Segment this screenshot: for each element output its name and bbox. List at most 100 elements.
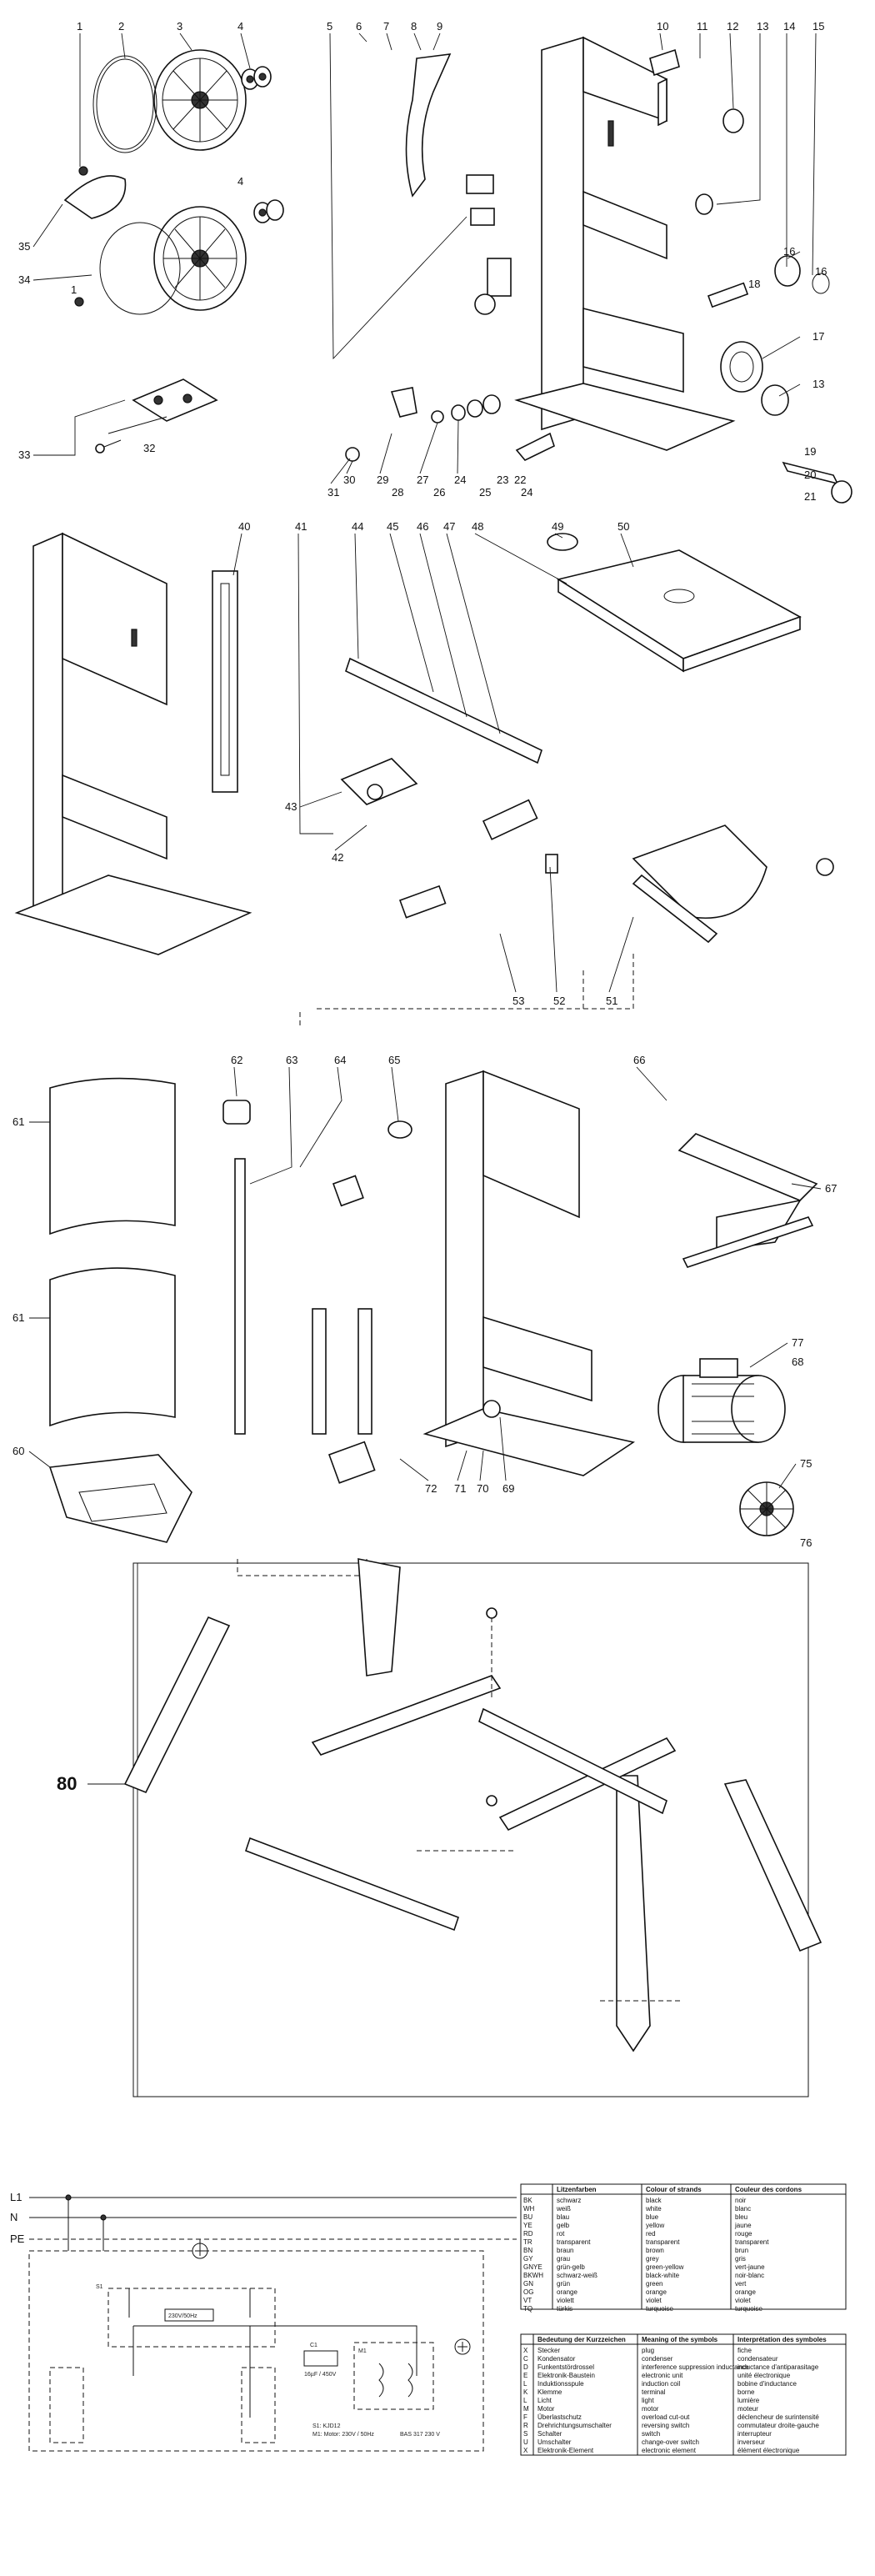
section-1-wheel-assembly: 1 2 3 4 5 6 7 8 9 10 11 12 13 14 15 35 3… [18, 20, 852, 504]
callout: 53 [512, 995, 524, 1007]
colour-cell: schwarz-weiß [557, 2272, 598, 2279]
stand-rail [498, 1737, 677, 1832]
colour-cell: grün-gelb [557, 2263, 585, 2271]
legend-s1: S1: KJD12 [312, 2423, 341, 2429]
symbol-cell: Motor [538, 2405, 555, 2413]
colour-cell: gelb [557, 2222, 570, 2229]
colour-cell: vert-jaune [735, 2263, 765, 2271]
callout: 46 [417, 520, 428, 533]
tilt-trunnion [632, 824, 834, 944]
colour-cell: violett [557, 2297, 575, 2304]
colour-cell: transparent [557, 2238, 591, 2246]
colour-cell: rot [557, 2230, 565, 2238]
callout: 4 [238, 20, 243, 33]
callout: 63 [286, 1054, 298, 1066]
colour-cell: blue [646, 2213, 659, 2221]
symbol-cell: reversing switch [642, 2422, 689, 2429]
wheel-tyre [92, 55, 158, 153]
callout: 64 [334, 1054, 346, 1066]
callout: 76 [800, 1536, 812, 1549]
symbol-cell: S [523, 2430, 528, 2438]
callout: 13 [812, 378, 824, 390]
symbol-cell: U [523, 2438, 528, 2446]
line-label-pe: PE [10, 2233, 25, 2245]
callout: 29 [377, 474, 388, 486]
rip-fence [678, 1133, 818, 1268]
symbol-header-fr: Interprétation des symboles [738, 2336, 827, 2343]
colour-cell: jaune [734, 2222, 752, 2229]
symbol-cell: Licht [538, 2397, 552, 2404]
lower-wheel [153, 206, 247, 311]
symbol-cell: electronic unit [642, 2372, 683, 2379]
callout: 16 [783, 245, 795, 258]
colour-cell: blau [557, 2213, 569, 2221]
colour-cell: OG [523, 2288, 533, 2296]
guide-assembly [340, 758, 558, 919]
symbol-cell: E [523, 2372, 528, 2379]
callout: 40 [238, 520, 250, 533]
colour-cell: orange [646, 2288, 667, 2296]
colour-cell: black-white [646, 2272, 680, 2279]
callout: 42 [332, 851, 343, 864]
colour-cell: YE [523, 2222, 532, 2229]
symbol-cell: moteur [738, 2405, 758, 2413]
colour-table: Litzenfarben Colour of strands Couleur d… [520, 2183, 847, 2313]
guide-block [466, 174, 494, 194]
colour-cell: TR [523, 2238, 532, 2246]
symbol-cell: déclencheur de surintensité [738, 2413, 819, 2421]
symbol-cell: Elektronik-Baustein [538, 2372, 595, 2379]
section-4-stand: 80 [57, 1558, 822, 2097]
callout: 75 [800, 1457, 812, 1470]
motor-fan [739, 1481, 794, 1536]
section-1-leaders [32, 33, 817, 484]
callout: 51 [606, 995, 618, 1007]
callout: 28 [392, 486, 403, 499]
callout: 19 [804, 445, 816, 458]
symbol-cell: M [523, 2405, 529, 2413]
callout: 7 [383, 20, 389, 33]
bearing [241, 66, 272, 90]
colour-cell: bleu [735, 2213, 748, 2221]
colour-cell: grau [557, 2255, 570, 2263]
colour-header-fr: Couleur des cordons [735, 2186, 802, 2193]
wiring-schematic: L1 N PE S1 230V/50Hz C1 16µF / 450V M1 S… [10, 2191, 517, 2452]
callout: 13 [757, 20, 768, 33]
callout: 14 [783, 20, 795, 33]
colour-cell: orange [557, 2288, 578, 2296]
upper-guide [212, 570, 238, 793]
callout: 18 [748, 278, 760, 290]
callout: 26 [433, 486, 445, 499]
callout: 52 [553, 995, 565, 1007]
colour-cell: grün [557, 2280, 570, 2288]
symbol-cell: terminal [642, 2388, 666, 2396]
table-insert [547, 533, 578, 551]
colour-cell: vert [735, 2280, 747, 2288]
colour-cell: RD [523, 2230, 533, 2238]
callout: 72 [425, 1482, 437, 1495]
callout: 21 [804, 490, 816, 503]
colour-cell: BN [523, 2247, 532, 2254]
symbol-cell: Induktionsspule [538, 2380, 584, 2388]
tension-bracket [95, 378, 218, 454]
dust-tray [48, 1454, 192, 1543]
symbol-cell: interrupteur [738, 2430, 772, 2438]
colour-cell: transparent [735, 2238, 769, 2246]
colour-header-de: Litzenfarben [557, 2186, 597, 2193]
symbol-cell: L [523, 2397, 528, 2404]
dash-lines-2 [237, 1559, 368, 1576]
colour-cell: GN [523, 2280, 533, 2288]
callout: 45 [387, 520, 398, 533]
callout: 62 [231, 1054, 242, 1066]
colour-cell: green [646, 2280, 662, 2288]
symbol-cell: élément électronique [738, 2447, 800, 2454]
symbol-cell: bobine d'inductance [738, 2380, 797, 2388]
colour-cell: yellow [646, 2222, 664, 2229]
symbol-cell: L [523, 2380, 528, 2388]
colour-cell: BU [523, 2213, 532, 2221]
callout: 9 [437, 20, 442, 33]
motor [658, 1358, 786, 1443]
symbol-cell: condensateur [738, 2355, 778, 2363]
frame-view [14, 532, 252, 955]
colour-cell: black [646, 2197, 662, 2204]
callout: 65 [388, 1054, 400, 1066]
